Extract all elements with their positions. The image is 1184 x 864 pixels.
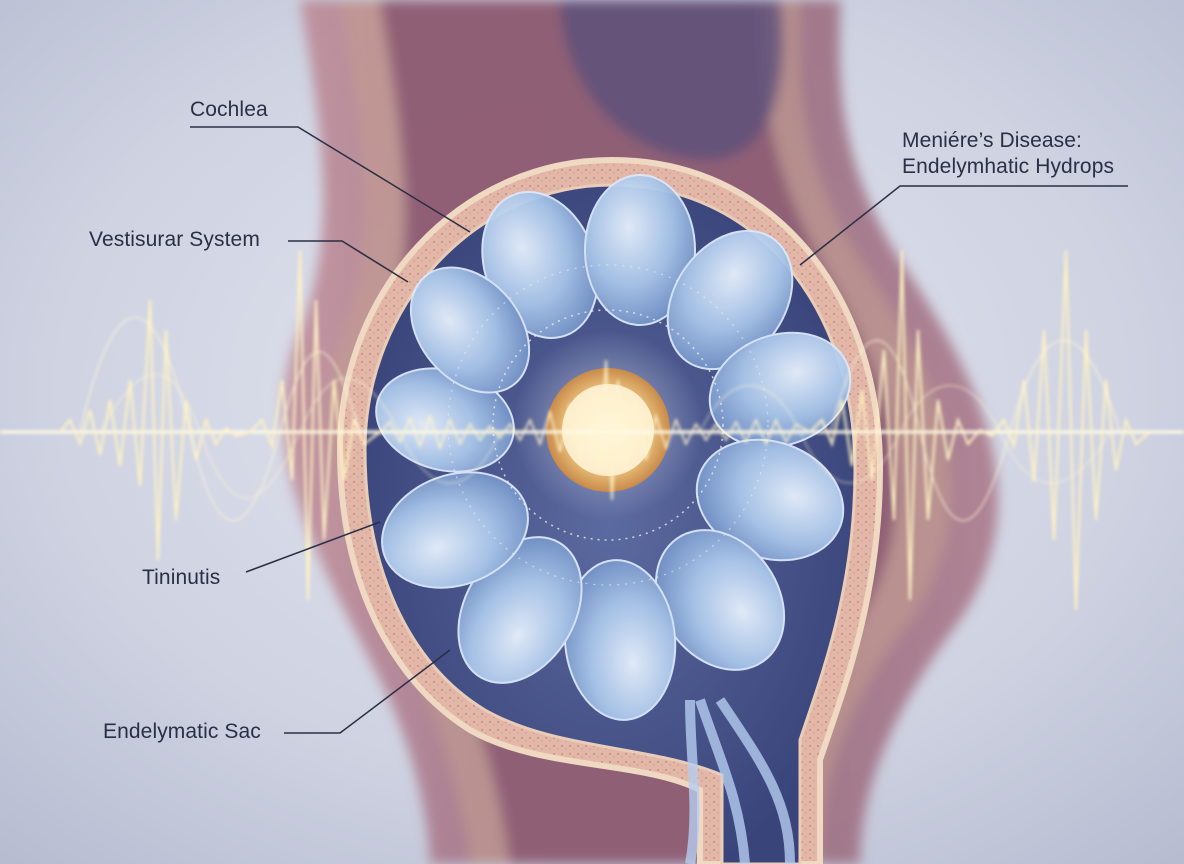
cochlea-label: Cochlea: [190, 98, 268, 122]
tinnitus-label: Tininutis: [142, 566, 220, 590]
menieres-disease-title: Meniére’s Disease:: [902, 128, 1114, 154]
vestibular-system-label: Vestisurar System: [89, 228, 260, 252]
endolymphatic-sac-label: Endelymatic Sac: [103, 720, 261, 744]
menieres-disease-subtitle: Endelymhatic Hydrops: [902, 154, 1114, 180]
menieres-disease-label: Meniére’s Disease: Endelymhatic Hydrops: [902, 128, 1114, 180]
